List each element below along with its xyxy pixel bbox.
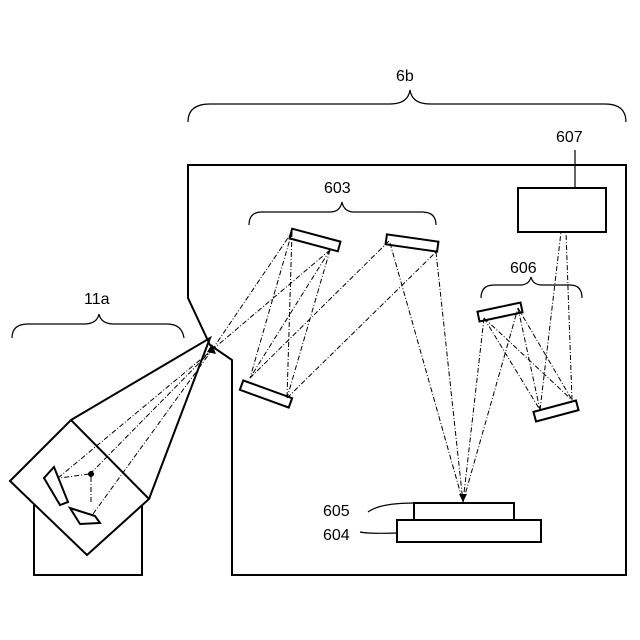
label-605: 605: [323, 503, 350, 520]
label-11a: 11a: [84, 291, 110, 308]
label-604: 604: [323, 527, 350, 544]
label-606: 606: [510, 260, 537, 277]
mirror-606-bottom: [533, 400, 578, 421]
leader-605: [368, 503, 414, 512]
stage-block: [397, 520, 541, 542]
mirror-603-top-right: [386, 234, 439, 251]
detector-box: [518, 188, 606, 232]
mirror-603-bottom: [240, 380, 292, 407]
mirror-603-top-left: [290, 229, 341, 252]
brace-11a: [12, 314, 184, 338]
label-603: 603: [324, 180, 351, 197]
brace-603: [249, 202, 436, 225]
label-607: 607: [556, 129, 583, 146]
beam-paths: [58, 232, 572, 514]
label-6b: 6b: [396, 68, 414, 85]
brace-606: [481, 277, 582, 298]
sample-arrow-icon: [459, 494, 467, 502]
source-housing: [10, 420, 149, 555]
sample-block: [414, 503, 514, 520]
leader-604: [360, 532, 397, 533]
brace-6b: [188, 90, 626, 122]
